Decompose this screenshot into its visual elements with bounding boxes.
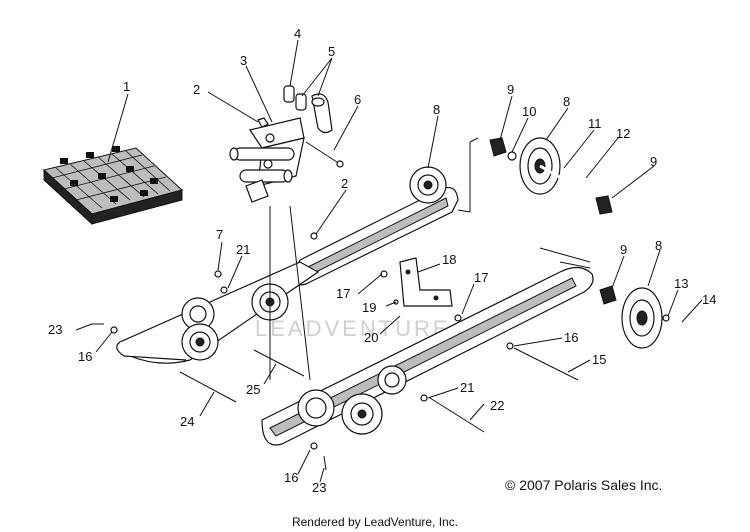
rear-axle-assembly bbox=[489, 137, 613, 215]
callout-22: 22 bbox=[490, 398, 504, 413]
callout-10: 10 bbox=[522, 104, 536, 119]
callout-19: 19 bbox=[362, 300, 376, 315]
callout-21: 21 bbox=[460, 380, 474, 395]
callout-3: 3 bbox=[240, 53, 247, 68]
callout-labels: 1 2 2 3 4 5 6 7 8 8 8 9 9 9 10 11 12 13 … bbox=[48, 26, 716, 495]
callout-1: 1 bbox=[123, 79, 130, 94]
callout-23: 23 bbox=[312, 480, 326, 495]
callout-23: 23 bbox=[48, 322, 62, 337]
callout-2: 2 bbox=[341, 176, 348, 191]
torque-arm-assembly bbox=[229, 85, 344, 203]
callout-25: 25 bbox=[246, 382, 260, 397]
bracket bbox=[399, 257, 453, 307]
callout-24: 24 bbox=[180, 414, 194, 429]
rail-right bbox=[291, 137, 479, 286]
callout-16: 16 bbox=[284, 470, 298, 485]
callout-16: 16 bbox=[78, 349, 92, 364]
callout-12: 12 bbox=[616, 126, 630, 141]
callout-20: 20 bbox=[364, 330, 378, 345]
callout-17: 17 bbox=[474, 270, 488, 285]
callout-7: 7 bbox=[216, 227, 223, 242]
cross-shafts bbox=[179, 205, 579, 433]
watermark-text: LEADVENTURE bbox=[255, 316, 451, 341]
copyright-text: © 2007 Polaris Sales Inc. bbox=[505, 477, 663, 493]
callout-21: 21 bbox=[236, 242, 250, 257]
callout-13: 13 bbox=[674, 276, 688, 291]
callout-16: 16 bbox=[564, 330, 578, 345]
callout-8: 8 bbox=[563, 94, 570, 109]
callout-5: 5 bbox=[328, 44, 335, 59]
callout-8: 8 bbox=[433, 102, 440, 117]
rendered-by-text: Rendered by LeadVenture, Inc. bbox=[291, 515, 459, 529]
callout-9: 9 bbox=[650, 154, 657, 169]
callout-18: 18 bbox=[442, 252, 456, 267]
fasteners bbox=[92, 232, 514, 471]
callout-15: 15 bbox=[592, 352, 606, 367]
rear-wheel-loose bbox=[599, 285, 670, 349]
callout-4: 4 bbox=[294, 26, 301, 41]
callout-9: 9 bbox=[620, 242, 627, 257]
callout-2: 2 bbox=[193, 82, 200, 97]
callout-8: 8 bbox=[655, 238, 662, 253]
callout-11: 11 bbox=[588, 116, 602, 131]
callout-9: 9 bbox=[507, 82, 514, 97]
idler-wheels bbox=[181, 283, 407, 435]
track-section bbox=[42, 146, 184, 226]
leader-lines bbox=[75, 39, 703, 483]
callout-6: 6 bbox=[354, 92, 361, 107]
callout-14: 14 bbox=[702, 292, 716, 307]
callout-17: 17 bbox=[336, 286, 350, 301]
